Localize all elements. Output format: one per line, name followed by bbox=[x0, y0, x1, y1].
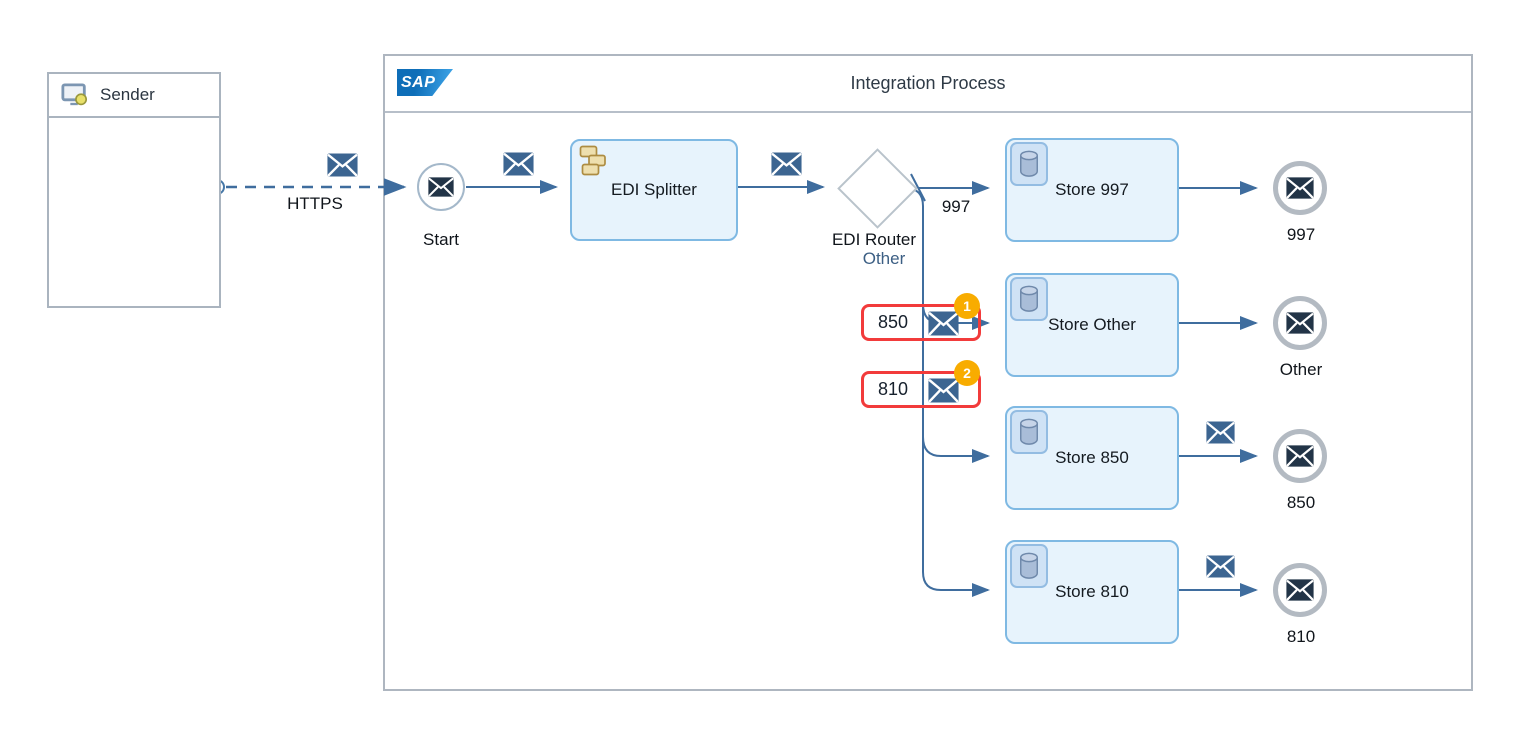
message-icon bbox=[928, 311, 959, 336]
flow-route-850 bbox=[922, 436, 990, 463]
pool-header: SAP Integration Process bbox=[385, 56, 1471, 113]
callout-label: 810 bbox=[878, 379, 909, 399]
router-label: EDI Router bbox=[831, 230, 917, 249]
store-label: Store 997 bbox=[1055, 180, 1129, 199]
end-event-other[interactable] bbox=[1273, 296, 1327, 350]
message-icon bbox=[1286, 312, 1314, 334]
database-icon bbox=[1018, 552, 1040, 580]
store-label: Store 810 bbox=[1055, 582, 1129, 601]
database-icon bbox=[1018, 285, 1040, 313]
router-default-label: Other bbox=[862, 249, 906, 268]
callout-810: 810 2 bbox=[861, 360, 981, 408]
message-icon bbox=[1206, 555, 1235, 578]
store-icon bbox=[1010, 277, 1048, 321]
splitter-label: EDI Splitter bbox=[611, 180, 697, 199]
end-label: 810 bbox=[1286, 627, 1316, 646]
message-icon bbox=[1286, 445, 1314, 467]
pool-title: Integration Process bbox=[850, 73, 1006, 93]
splitter-icon bbox=[578, 145, 608, 177]
message-icon bbox=[1286, 579, 1314, 601]
callout-badge-2: 2 bbox=[954, 360, 980, 386]
message-icon bbox=[928, 378, 959, 403]
start-event[interactable] bbox=[417, 163, 465, 211]
database-icon bbox=[1018, 418, 1040, 446]
end-event-850[interactable] bbox=[1273, 429, 1327, 483]
store-icon bbox=[1010, 142, 1048, 186]
store-icon bbox=[1010, 410, 1048, 454]
end-event-997[interactable] bbox=[1273, 161, 1327, 215]
message-icon bbox=[771, 152, 802, 176]
message-icon bbox=[1206, 421, 1235, 444]
edi-splitter-task[interactable]: EDI Splitter bbox=[570, 139, 738, 241]
message-icon bbox=[503, 152, 534, 176]
callout-label: 850 bbox=[878, 312, 909, 332]
sender-header: Sender bbox=[49, 74, 219, 118]
sender-participant[interactable]: Sender bbox=[47, 72, 221, 308]
store-label: Store Other bbox=[1048, 315, 1136, 334]
database-icon bbox=[1018, 150, 1040, 178]
store-label: Store 850 bbox=[1055, 448, 1129, 467]
callout-badge-1: 1 bbox=[954, 293, 980, 319]
callout-850: 850 1 bbox=[861, 293, 981, 341]
protocol-label: HTTPS bbox=[287, 194, 343, 213]
default-route-marker bbox=[910, 173, 926, 202]
message-icon bbox=[1286, 177, 1314, 199]
sap-logo: SAP bbox=[397, 69, 453, 96]
sap-logo-text: SAP bbox=[401, 73, 436, 91]
message-icon bbox=[327, 153, 358, 177]
route-997-label: 997 bbox=[941, 197, 971, 216]
sender-label: Sender bbox=[100, 85, 155, 104]
end-event-810[interactable] bbox=[1273, 563, 1327, 617]
end-label: 997 bbox=[1286, 225, 1316, 244]
message-icon bbox=[428, 177, 454, 197]
end-label: 850 bbox=[1286, 493, 1316, 512]
store-icon bbox=[1010, 544, 1048, 588]
sender-system-icon bbox=[61, 82, 89, 108]
end-label: Other bbox=[1279, 360, 1323, 379]
start-label: Start bbox=[423, 230, 459, 249]
